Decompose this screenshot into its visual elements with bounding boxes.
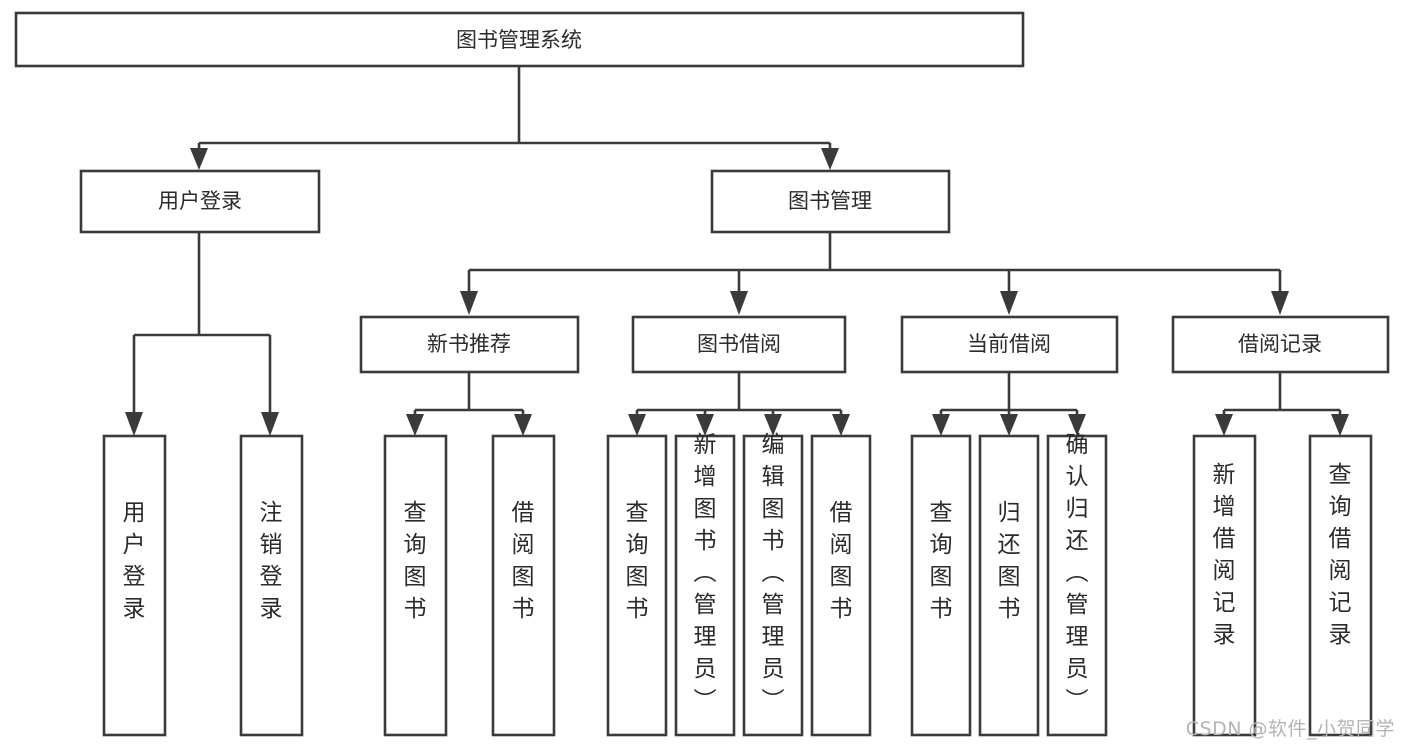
arrow-newbook-leaf-1 [406,414,424,436]
arrow-user-leaf-2 [261,412,279,436]
leaf-new-book-2-box[interactable] [491,434,556,737]
leaf-borrow-record-2-box[interactable] [1308,434,1373,737]
leaf-new-book-1[interactable]: 查询图书 [383,434,448,737]
leaf-new-book-1-label: 查询图书 [404,500,427,622]
arrow-to-current-borrow [1000,291,1018,315]
leaf-current-borrow-3-label: 确认归还︵管理员︶ [1066,432,1089,714]
leaf-current-borrow-2-box[interactable] [978,434,1040,737]
leaf-current-borrow-3[interactable]: 确认归还︵管理员︶ [1046,432,1108,737]
leaf-user-login-2-label: 注销登录 [260,500,283,622]
leaf-user-login-1[interactable]: 用户登录 [102,434,167,737]
node-book-borrow-box[interactable] [631,315,847,374]
node-book-manage-label: 图书管理 [788,189,872,213]
node-current-borrow-label: 当前借阅 [967,332,1051,356]
leaf-new-book-1-box[interactable] [383,434,448,737]
arrow-to-borrow-record [1271,291,1289,315]
leaf-borrow-record-1[interactable]: 新增借阅记录 [1192,434,1257,737]
connector-group-book-borrow [628,373,850,436]
connector-group-user-login [125,233,279,436]
leaf-book-borrow-1-label: 查询图书 [626,500,649,622]
node-book-manage-box[interactable] [710,169,951,234]
arrow-record-leaf-2 [1331,414,1349,436]
connector-group-root [190,66,839,170]
leaf-user-login-1-label: 用户登录 [123,500,146,622]
arrow-to-book-manage [821,148,839,170]
leaf-user-login-2-box[interactable] [239,434,304,737]
leaf-user-login-2[interactable]: 注销登录 [239,434,304,737]
node-root-box[interactable] [14,11,1025,68]
leaf-current-borrow-2-label: 归还图书 [998,500,1021,622]
connector-group-borrow-record [1215,373,1349,436]
node-borrow-record[interactable]: 借阅记录 [1171,315,1390,374]
arrow-borrow-leaf-4 [832,414,850,436]
node-new-book-recommend-box[interactable] [359,315,580,374]
leaf-borrow-record-1-box[interactable] [1192,434,1257,737]
leaf-new-book-2[interactable]: 借阅图书 [491,434,556,737]
leaf-borrow-record-2-label: 查询借阅记录 [1329,462,1352,648]
leaf-book-borrow-3[interactable]: 编辑图书︵管理员︶ [742,432,804,737]
node-current-borrow-box[interactable] [900,315,1119,374]
leaf-book-borrow-3-box[interactable] [742,434,804,737]
node-new-book-recommend-label: 新书推荐 [427,332,511,356]
leaf-current-borrow-1[interactable]: 查询图书 [910,434,972,737]
arrow-borrow-leaf-3 [764,414,782,436]
leaf-current-borrow-1-label: 查询图书 [930,500,953,622]
leaf-book-borrow-2-box[interactable] [674,434,736,737]
node-borrow-record-label: 借阅记录 [1238,332,1322,356]
leaf-book-borrow-3-label: 编辑图书︵管理员︶ [762,432,785,714]
node-book-borrow[interactable]: 图书借阅 [631,315,847,374]
arrow-current-leaf-3 [1068,414,1086,436]
leaf-new-book-2-label: 借阅图书 [512,500,535,622]
arrow-current-leaf-1 [932,414,950,436]
arrow-borrow-leaf-1 [628,414,646,436]
arrow-user-leaf-1 [125,412,143,436]
node-user-login[interactable]: 用户登录 [79,169,321,234]
leaf-current-borrow-2[interactable]: 归还图书 [978,434,1040,737]
connector-group-new-book [406,373,532,436]
connector-group-current-borrow [932,373,1086,436]
arrow-to-user-login [190,148,208,170]
leaf-user-login-1-box[interactable] [102,434,167,737]
node-root-label: 图书管理系统 [456,28,582,52]
arrow-current-leaf-2 [1000,414,1018,436]
leaf-current-borrow-1-box[interactable] [910,434,972,737]
arrow-record-leaf-1 [1215,414,1233,436]
leaf-book-borrow-1-box[interactable] [606,434,668,737]
leaf-book-borrow-4-box[interactable] [810,434,872,737]
arrow-to-new-book [460,291,478,315]
leaf-book-borrow-2[interactable]: 新增图书︵管理员︶ [674,432,736,737]
connector-group-book-manage [460,233,1289,315]
leaf-book-borrow-4[interactable]: 借阅图书 [810,434,872,737]
arrow-to-book-borrow [730,291,748,315]
node-current-borrow[interactable]: 当前借阅 [900,315,1119,374]
leaf-current-borrow-3-box[interactable] [1046,434,1108,737]
leaf-borrow-record-1-label: 新增借阅记录 [1213,462,1236,648]
node-borrow-record-box[interactable] [1171,315,1390,374]
leaf-book-borrow-4-label: 借阅图书 [830,500,853,622]
node-root-system[interactable]: 图书管理系统 [14,11,1025,68]
leaf-borrow-record-2[interactable]: 查询借阅记录 [1308,434,1373,737]
node-user-login-label: 用户登录 [158,189,242,213]
leaf-book-borrow-2-label: 新增图书︵管理员︶ [694,432,717,714]
node-book-manage[interactable]: 图书管理 [710,169,951,234]
arrow-newbook-leaf-2 [514,414,532,436]
node-user-login-box[interactable] [79,169,321,234]
arrow-borrow-leaf-2 [696,414,714,436]
node-new-book-recommend[interactable]: 新书推荐 [359,315,580,374]
node-book-borrow-label: 图书借阅 [697,332,781,356]
leaf-book-borrow-1[interactable]: 查询图书 [606,434,668,737]
